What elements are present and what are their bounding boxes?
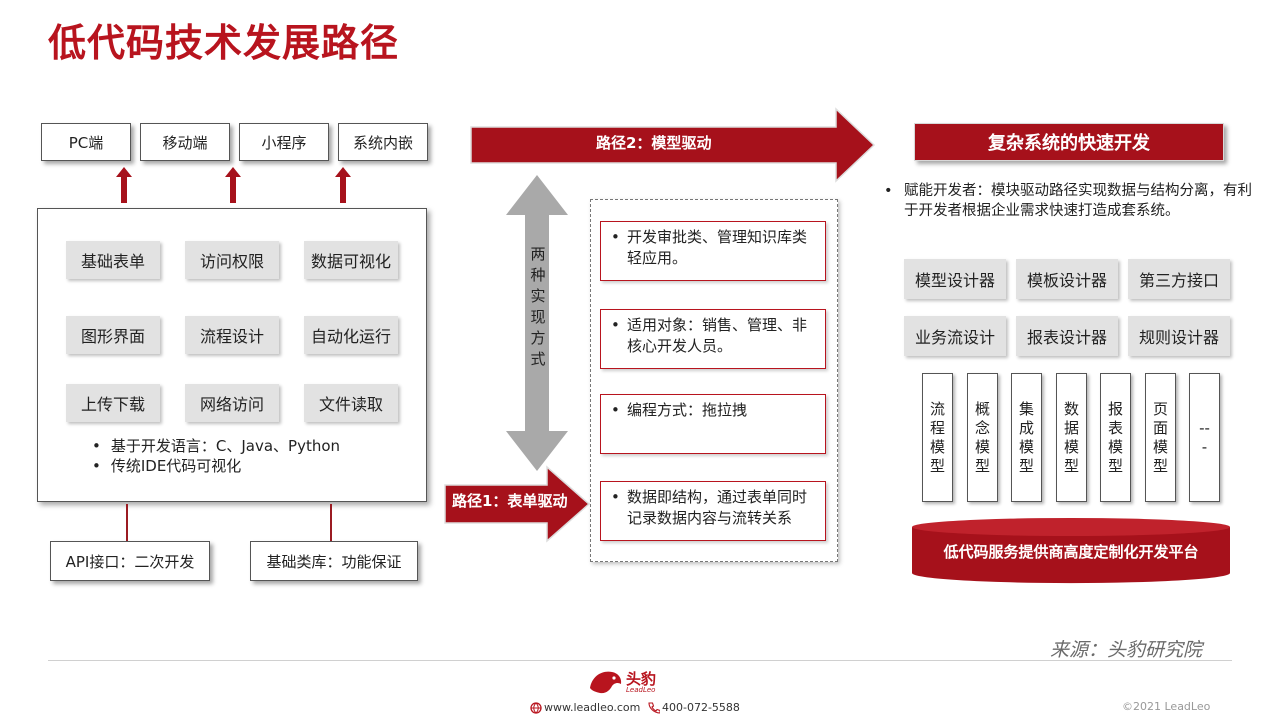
platform-base-cylinder xyxy=(912,518,1230,584)
right-desc-text: 赋能开发者：模块驱动路径实现数据与结构分离，有利于开发者根据企业需求快速打造成套… xyxy=(904,183,1252,219)
library-box: 基础类库：功能保证 xyxy=(250,541,418,581)
logo-subtext: LeadLeo xyxy=(626,686,656,694)
model-page: 页面模型 xyxy=(1145,373,1176,502)
copyright: ©2021 LeadLeo xyxy=(1122,700,1211,713)
tool-rule-designer: 规则设计器 xyxy=(1128,316,1230,356)
tool-report-designer: 报表设计器 xyxy=(1016,316,1118,356)
footer-divider xyxy=(48,660,1232,661)
connector-line xyxy=(330,504,332,541)
leopard-logo-icon xyxy=(590,671,622,694)
bullet-item: 基于开发语言：C、Java、Python xyxy=(92,436,340,456)
tool-model-designer: 模型设计器 xyxy=(904,259,1006,299)
feature-automation: 自动化运行 xyxy=(304,316,398,354)
platform-mobile: 移动端 xyxy=(140,123,230,161)
feature-bullets: 基于开发语言：C、Java、Python 传统IDE代码可视化 xyxy=(92,436,340,476)
platform-base-label: 低代码服务提供商高度定制化开发平台 xyxy=(943,543,1199,561)
up-arrow-icon xyxy=(335,167,351,203)
platform-embedded: 系统内嵌 xyxy=(338,123,428,161)
model-data: 数据模型 xyxy=(1056,373,1087,502)
path1-label: 路径1：表单驱动 xyxy=(452,492,568,510)
footer-website[interactable]: www.leadleo.com xyxy=(544,701,641,714)
page-title: 低代码技术发展路径 xyxy=(48,21,400,65)
feature-file-read: 文件读取 xyxy=(304,384,398,422)
tool-business-flow: 业务流设计 xyxy=(904,316,1006,356)
double-arrow-icon xyxy=(506,175,568,471)
tool-template-designer: 模板设计器 xyxy=(1016,259,1118,299)
path2-label: 路径2：模型驱动 xyxy=(596,134,712,152)
scenario-box: 适用对象：销售、管理、非核心开发人员。 xyxy=(600,309,826,369)
connector-line xyxy=(126,504,128,541)
model-report: 报表模型 xyxy=(1100,373,1131,502)
platform-pc: PC端 xyxy=(41,123,131,161)
feature-gui: 图形界面 xyxy=(66,316,160,354)
feature-process-design: 流程设计 xyxy=(185,316,279,354)
footer-phone: 400-072-5588 xyxy=(662,701,740,714)
scenario-box: 编程方式：拖拉拽 xyxy=(600,394,826,454)
logo-text: 头豹 xyxy=(626,670,657,688)
bullet-item: 传统IDE代码可视化 xyxy=(92,456,340,476)
two-ways-label: 两种实现方式 xyxy=(530,245,546,368)
globe-icon xyxy=(530,702,542,714)
scenario-box: 数据即结构，通过表单同时记录数据内容与流转关系 xyxy=(600,481,826,541)
model-integration: 集成模型 xyxy=(1011,373,1042,502)
path2-arrow-icon xyxy=(470,107,876,183)
model-process: 流程模型 xyxy=(922,373,953,502)
right-description: • 赋能开发者：模块驱动路径实现数据与结构分离，有利于开发者根据企业需求快速打造… xyxy=(884,181,1264,221)
up-arrow-icon xyxy=(225,167,241,203)
feature-data-visualization: 数据可视化 xyxy=(304,241,398,279)
tool-third-party-api: 第三方接口 xyxy=(1128,259,1230,299)
model-concept: 概念模型 xyxy=(967,373,998,502)
complex-system-header: 复杂系统的快速开发 xyxy=(914,123,1224,161)
platform-miniprogram: 小程序 xyxy=(239,123,329,161)
scenario-box: 开发审批类、管理知识库类轻应用。 xyxy=(600,221,826,281)
feature-access-permission: 访问权限 xyxy=(185,241,279,279)
feature-basic-form: 基础表单 xyxy=(66,241,160,279)
api-box: API接口：二次开发 xyxy=(50,541,210,581)
path1-arrow-icon xyxy=(444,465,591,543)
model-more: --- xyxy=(1189,373,1220,502)
source-note: 来源：头豹研究院 xyxy=(1050,639,1203,661)
feature-network-access: 网络访问 xyxy=(185,384,279,422)
feature-upload-download: 上传下载 xyxy=(66,384,160,422)
scenario-frame xyxy=(590,199,838,562)
up-arrow-icon xyxy=(116,167,132,203)
phone-icon xyxy=(648,702,660,714)
